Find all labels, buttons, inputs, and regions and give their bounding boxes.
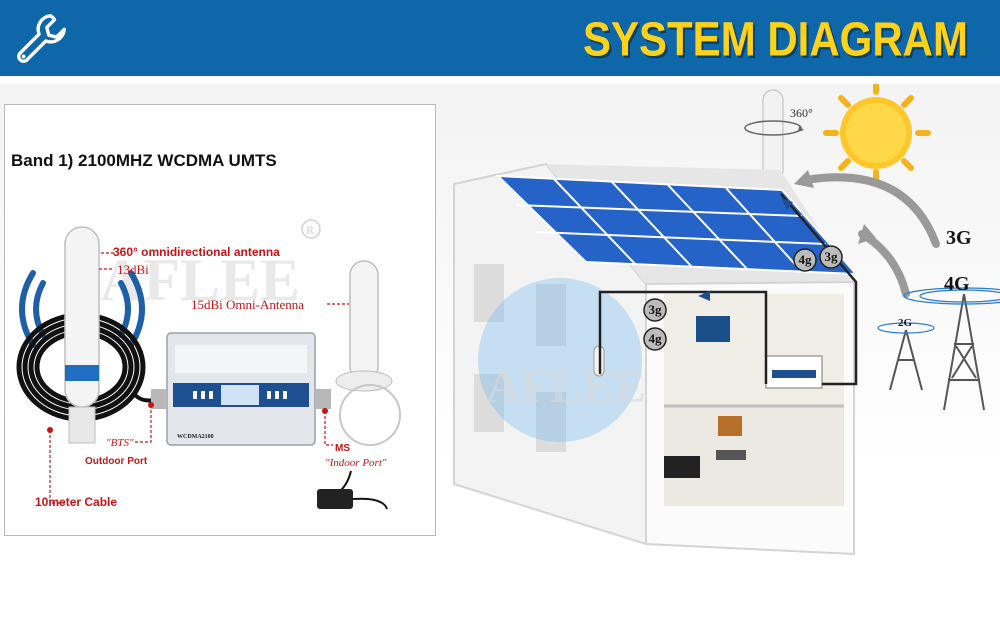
product-illustration: AFLEE R xyxy=(16,219,401,510)
rotation-label: 360° xyxy=(790,106,813,120)
cable-runs xyxy=(598,193,858,386)
wrench-icon xyxy=(17,14,66,63)
cable-label: 10meter Cable xyxy=(35,495,118,509)
page-title: SYSTEM DIAGRAM xyxy=(582,12,968,67)
bts-label: "BTS" xyxy=(106,437,134,449)
indoor-antenna xyxy=(335,260,401,446)
ms-label: MS xyxy=(335,443,350,454)
svg-text:4g: 4g xyxy=(649,331,663,346)
indoor-port-label: "Indoor Port" xyxy=(325,457,387,469)
sun-icon xyxy=(823,84,931,185)
outdoor-port-label: Outdoor Port xyxy=(85,456,148,467)
house-watermark: AFLEE xyxy=(486,360,646,413)
omni-antenna-label: 360° omnidirectional antenna xyxy=(113,245,280,259)
house-diagram: 360° AFLEE xyxy=(453,84,1000,556)
leader-lines xyxy=(49,252,349,504)
indoor-antenna-label: 15dBi Omni-Antenna xyxy=(191,297,305,312)
product-panel: AFLEE R xyxy=(4,104,436,536)
band-title: Band 1) 2100MHZ WCDMA UMTS xyxy=(11,151,277,170)
svg-text:3g: 3g xyxy=(825,249,839,264)
cell-towers xyxy=(877,287,1000,411)
svg-text:3g: 3g xyxy=(649,302,663,317)
room-badges: 3g 4g xyxy=(643,298,667,351)
signal-label-2g: 2G xyxy=(898,317,913,329)
roof-badges: 4g 3g xyxy=(793,245,843,272)
omni-antenna-gain: 13dBi xyxy=(117,262,149,277)
svg-text:4g: 4g xyxy=(799,252,813,267)
repeater-device: WCDMA2100 xyxy=(151,332,331,446)
solar-panels xyxy=(495,174,859,276)
signal-label-4g: 4G xyxy=(944,273,970,295)
indoor-equipment xyxy=(593,316,823,478)
device-model: WCDMA2100 xyxy=(177,434,214,440)
power-adapter xyxy=(317,470,388,510)
header-banner: SYSTEM DIAGRAM xyxy=(0,0,1000,76)
outdoor-antenna xyxy=(64,226,100,444)
signal-label-3g: 3G xyxy=(946,227,972,249)
svg-text:R: R xyxy=(306,223,314,237)
